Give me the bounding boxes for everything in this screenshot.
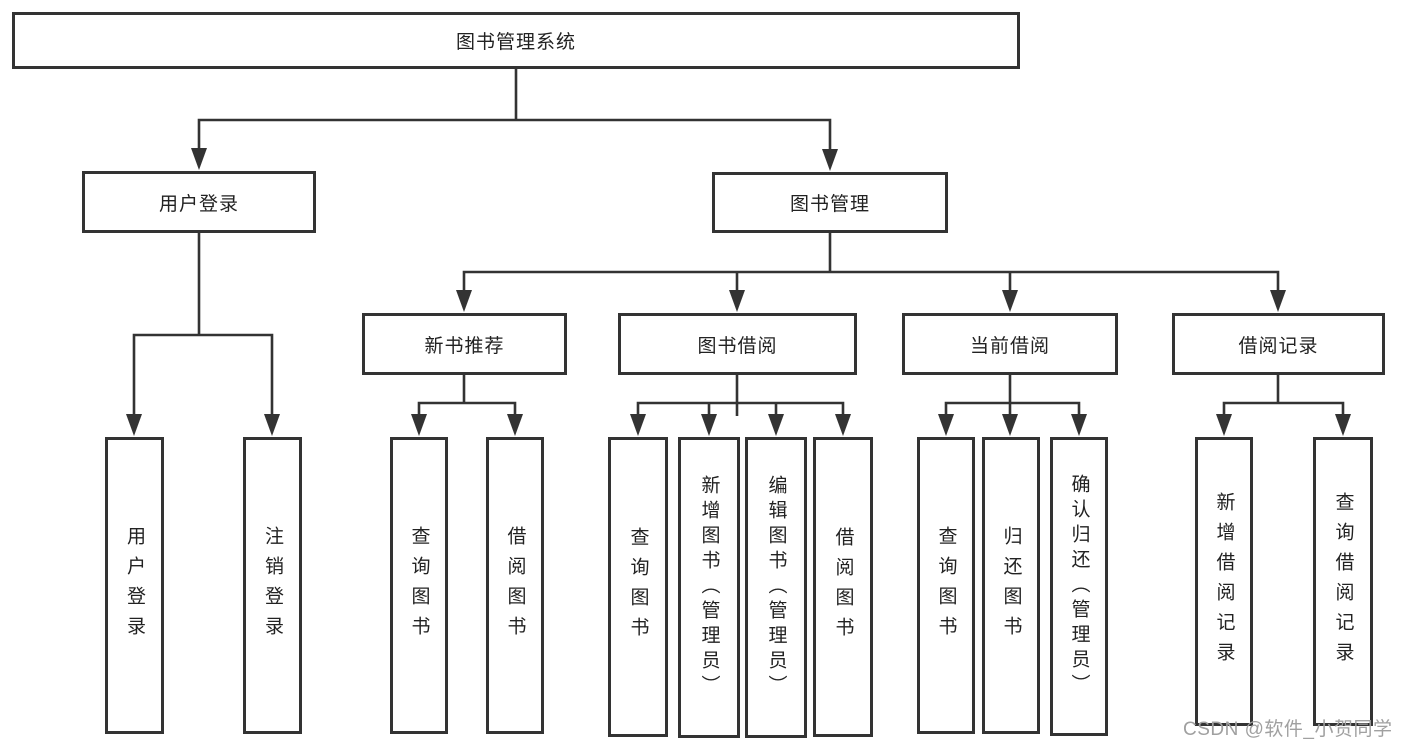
- leaf-query-borrow-record: 查询借阅记录: [1313, 437, 1373, 726]
- leaf-return-book: 归还图书: [982, 437, 1040, 734]
- node-user-login: 用户登录: [82, 171, 316, 233]
- edge-level3-elbow: [462, 270, 1280, 292]
- edge-currentborrow-elbow: [944, 401, 1081, 416]
- node-borrowing-records: 借阅记录: [1172, 313, 1385, 375]
- leaf-current-query-book: 查询图书: [917, 437, 975, 734]
- edge-borrowrecord-elbow: [1222, 401, 1345, 416]
- leaf-add-book-admin: 新增图书（管理员）: [678, 437, 740, 738]
- leaf-borrowing-query-book: 查询图书: [608, 437, 668, 737]
- edge-bookborrow-elbow: [636, 401, 845, 416]
- node-root-system: 图书管理系统: [12, 12, 1020, 69]
- leaf-confirm-return-admin: 确认归还（管理员）: [1050, 437, 1108, 736]
- leaf-user-login: 用户登录: [105, 437, 164, 734]
- edge-newbook-elbow: [417, 401, 517, 416]
- leaf-add-borrow-record: 新增借阅记录: [1195, 437, 1253, 726]
- node-book-management: 图书管理: [712, 172, 948, 233]
- leaf-recommend-query-book: 查询图书: [390, 437, 448, 734]
- edge-level2-elbow: [197, 118, 832, 151]
- node-book-borrowing: 图书借阅: [618, 313, 857, 375]
- arrowheads: [126, 148, 1351, 436]
- leaf-edit-book-admin: 编辑图书（管理员）: [745, 437, 807, 738]
- node-new-book-recommend: 新书推荐: [362, 313, 567, 375]
- node-current-borrowing: 当前借阅: [902, 313, 1118, 375]
- leaf-recommend-borrow-book: 借阅图书: [486, 437, 544, 734]
- leaf-logout: 注销登录: [243, 437, 302, 734]
- edge-userlogin-elbow: [132, 333, 274, 416]
- leaf-borrow-book: 借阅图书: [813, 437, 873, 737]
- csdn-watermark: CSDN @软件_小贺同学: [1183, 719, 1393, 740]
